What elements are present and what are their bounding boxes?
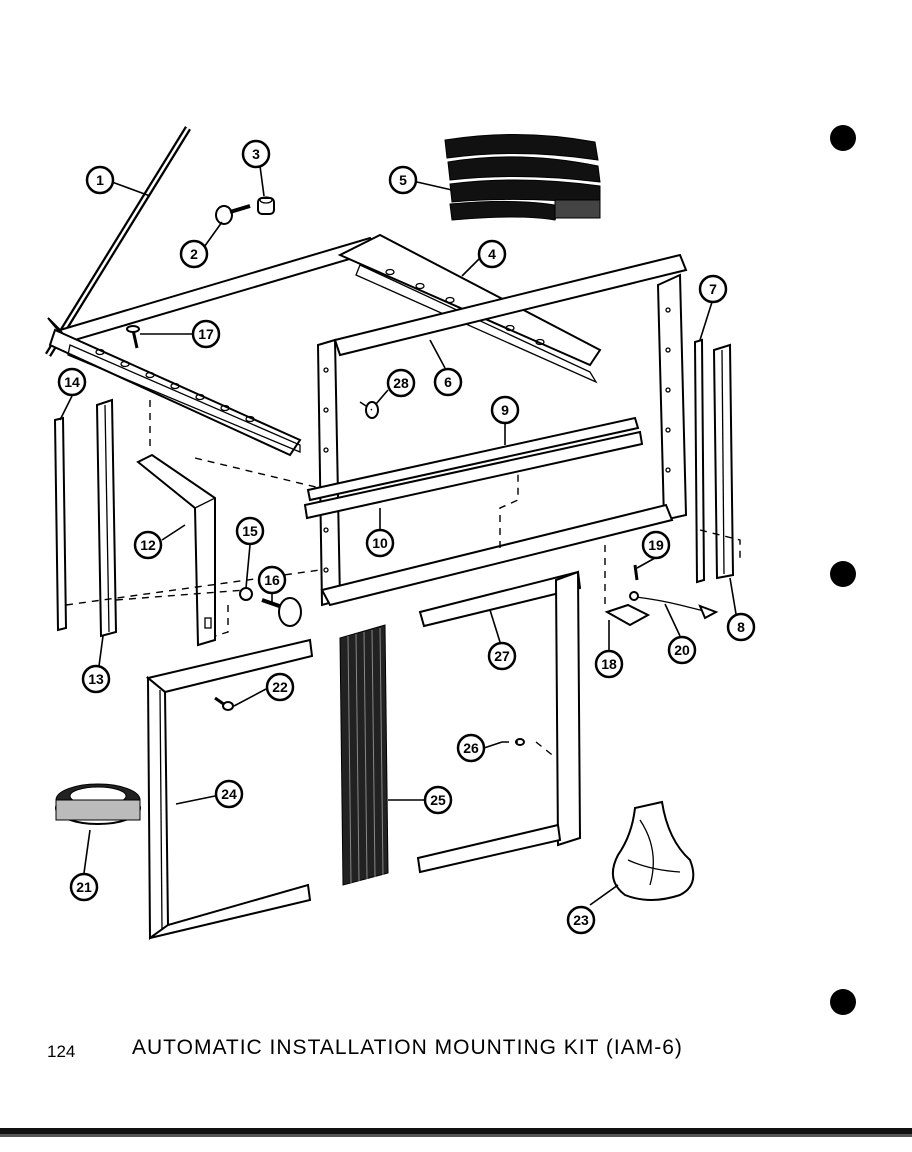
part-tape-roll-21 — [55, 783, 141, 825]
callout-23: 23 — [566, 905, 596, 935]
callout-14: 14 — [57, 367, 87, 397]
callout-18: 18 — [594, 649, 624, 679]
svg-text:17: 17 — [198, 326, 214, 342]
callout-12: 12 — [133, 530, 163, 560]
top-frame — [47, 233, 602, 457]
leader-lines — [59, 165, 737, 906]
svg-text:23: 23 — [573, 912, 589, 928]
svg-text:27: 27 — [494, 648, 510, 664]
part-nut-15 — [239, 587, 253, 601]
part-accordion-25 — [339, 624, 389, 886]
callout-16: 16 — [257, 565, 287, 595]
part-bracket-18 — [604, 603, 651, 627]
callout-22: 22 — [265, 672, 295, 702]
part-rail-10 — [303, 430, 644, 520]
svg-text:25: 25 — [430, 792, 446, 808]
svg-text:2: 2 — [190, 246, 198, 262]
front-frame — [316, 253, 688, 607]
part-channel-8 — [712, 343, 735, 580]
svg-text:3: 3 — [252, 146, 260, 162]
part-screw-22 — [214, 696, 234, 711]
punch-hole-middle — [830, 561, 856, 587]
svg-text:21: 21 — [76, 879, 92, 895]
svg-text:14: 14 — [64, 374, 80, 390]
callout-19: 19 — [641, 530, 671, 560]
svg-text:24: 24 — [221, 786, 237, 802]
svg-text:8: 8 — [737, 619, 745, 635]
callout-25: 25 — [423, 785, 453, 815]
svg-text:19: 19 — [648, 537, 664, 553]
part-wire-20 — [629, 591, 719, 620]
svg-text:16: 16 — [264, 572, 280, 588]
scan-edge — [0, 1128, 912, 1137]
callout-13: 13 — [81, 664, 111, 694]
part-foam-seal-5 — [444, 133, 601, 221]
callout-7: 7 — [698, 274, 728, 304]
svg-text:22: 22 — [272, 679, 288, 695]
part-channel-7 — [693, 338, 706, 584]
callout-20: 20 — [667, 635, 697, 665]
part-channel-13 — [95, 398, 118, 638]
callout-2: 2 — [179, 239, 209, 269]
part-screw-17 — [126, 325, 140, 349]
part-channel-14 — [53, 416, 68, 632]
part-spacer-3 — [257, 196, 275, 215]
svg-text:10: 10 — [372, 535, 388, 551]
svg-text:4: 4 — [488, 246, 496, 262]
svg-text:9: 9 — [501, 402, 509, 418]
part-bag-23 — [611, 800, 695, 901]
punch-hole-top — [830, 125, 856, 151]
callout-15: 15 — [235, 516, 265, 546]
part-rail-9 — [306, 416, 640, 502]
callout-9: 9 — [490, 395, 520, 425]
svg-text:26: 26 — [463, 740, 479, 756]
svg-text:13: 13 — [88, 671, 104, 687]
part-bracket-12 — [136, 453, 216, 647]
svg-text:28: 28 — [393, 375, 409, 391]
svg-text:20: 20 — [674, 642, 690, 658]
part-knob-16 — [261, 597, 302, 627]
callout-6: 6 — [433, 367, 463, 397]
svg-text:7: 7 — [709, 281, 717, 297]
part-screw-19 — [633, 564, 639, 581]
diagram-title: AUTOMATIC INSTALLATION MOUNTING KIT (IAM… — [132, 1036, 683, 1059]
svg-text:12: 12 — [140, 537, 156, 553]
punch-hole-bottom — [830, 989, 856, 1015]
svg-text:18: 18 — [601, 656, 617, 672]
callout-27: 27 — [487, 641, 517, 671]
callout-28: 28 — [386, 368, 416, 398]
svg-text:15: 15 — [242, 523, 258, 539]
callout-5: 5 — [388, 165, 418, 195]
callout-21: 21 — [69, 872, 99, 902]
page-number: 124 — [47, 1042, 76, 1061]
callout-10: 10 — [365, 528, 395, 558]
part-panel-frame-27 — [416, 570, 582, 874]
part-rod-1 — [45, 126, 191, 357]
callout-1: 1 — [85, 165, 115, 195]
callout-3: 3 — [241, 139, 271, 169]
part-panel-frame-24 — [145, 638, 314, 940]
part-screw-2 — [215, 204, 251, 225]
svg-text:1: 1 — [96, 172, 104, 188]
callout-26: 26 — [456, 733, 486, 763]
svg-text:5: 5 — [399, 172, 407, 188]
callout-4: 4 — [477, 239, 507, 269]
callout-17: 17 — [191, 319, 221, 349]
callout-8: 8 — [726, 612, 756, 642]
svg-text:6: 6 — [444, 374, 452, 390]
callout-24: 24 — [214, 779, 244, 809]
